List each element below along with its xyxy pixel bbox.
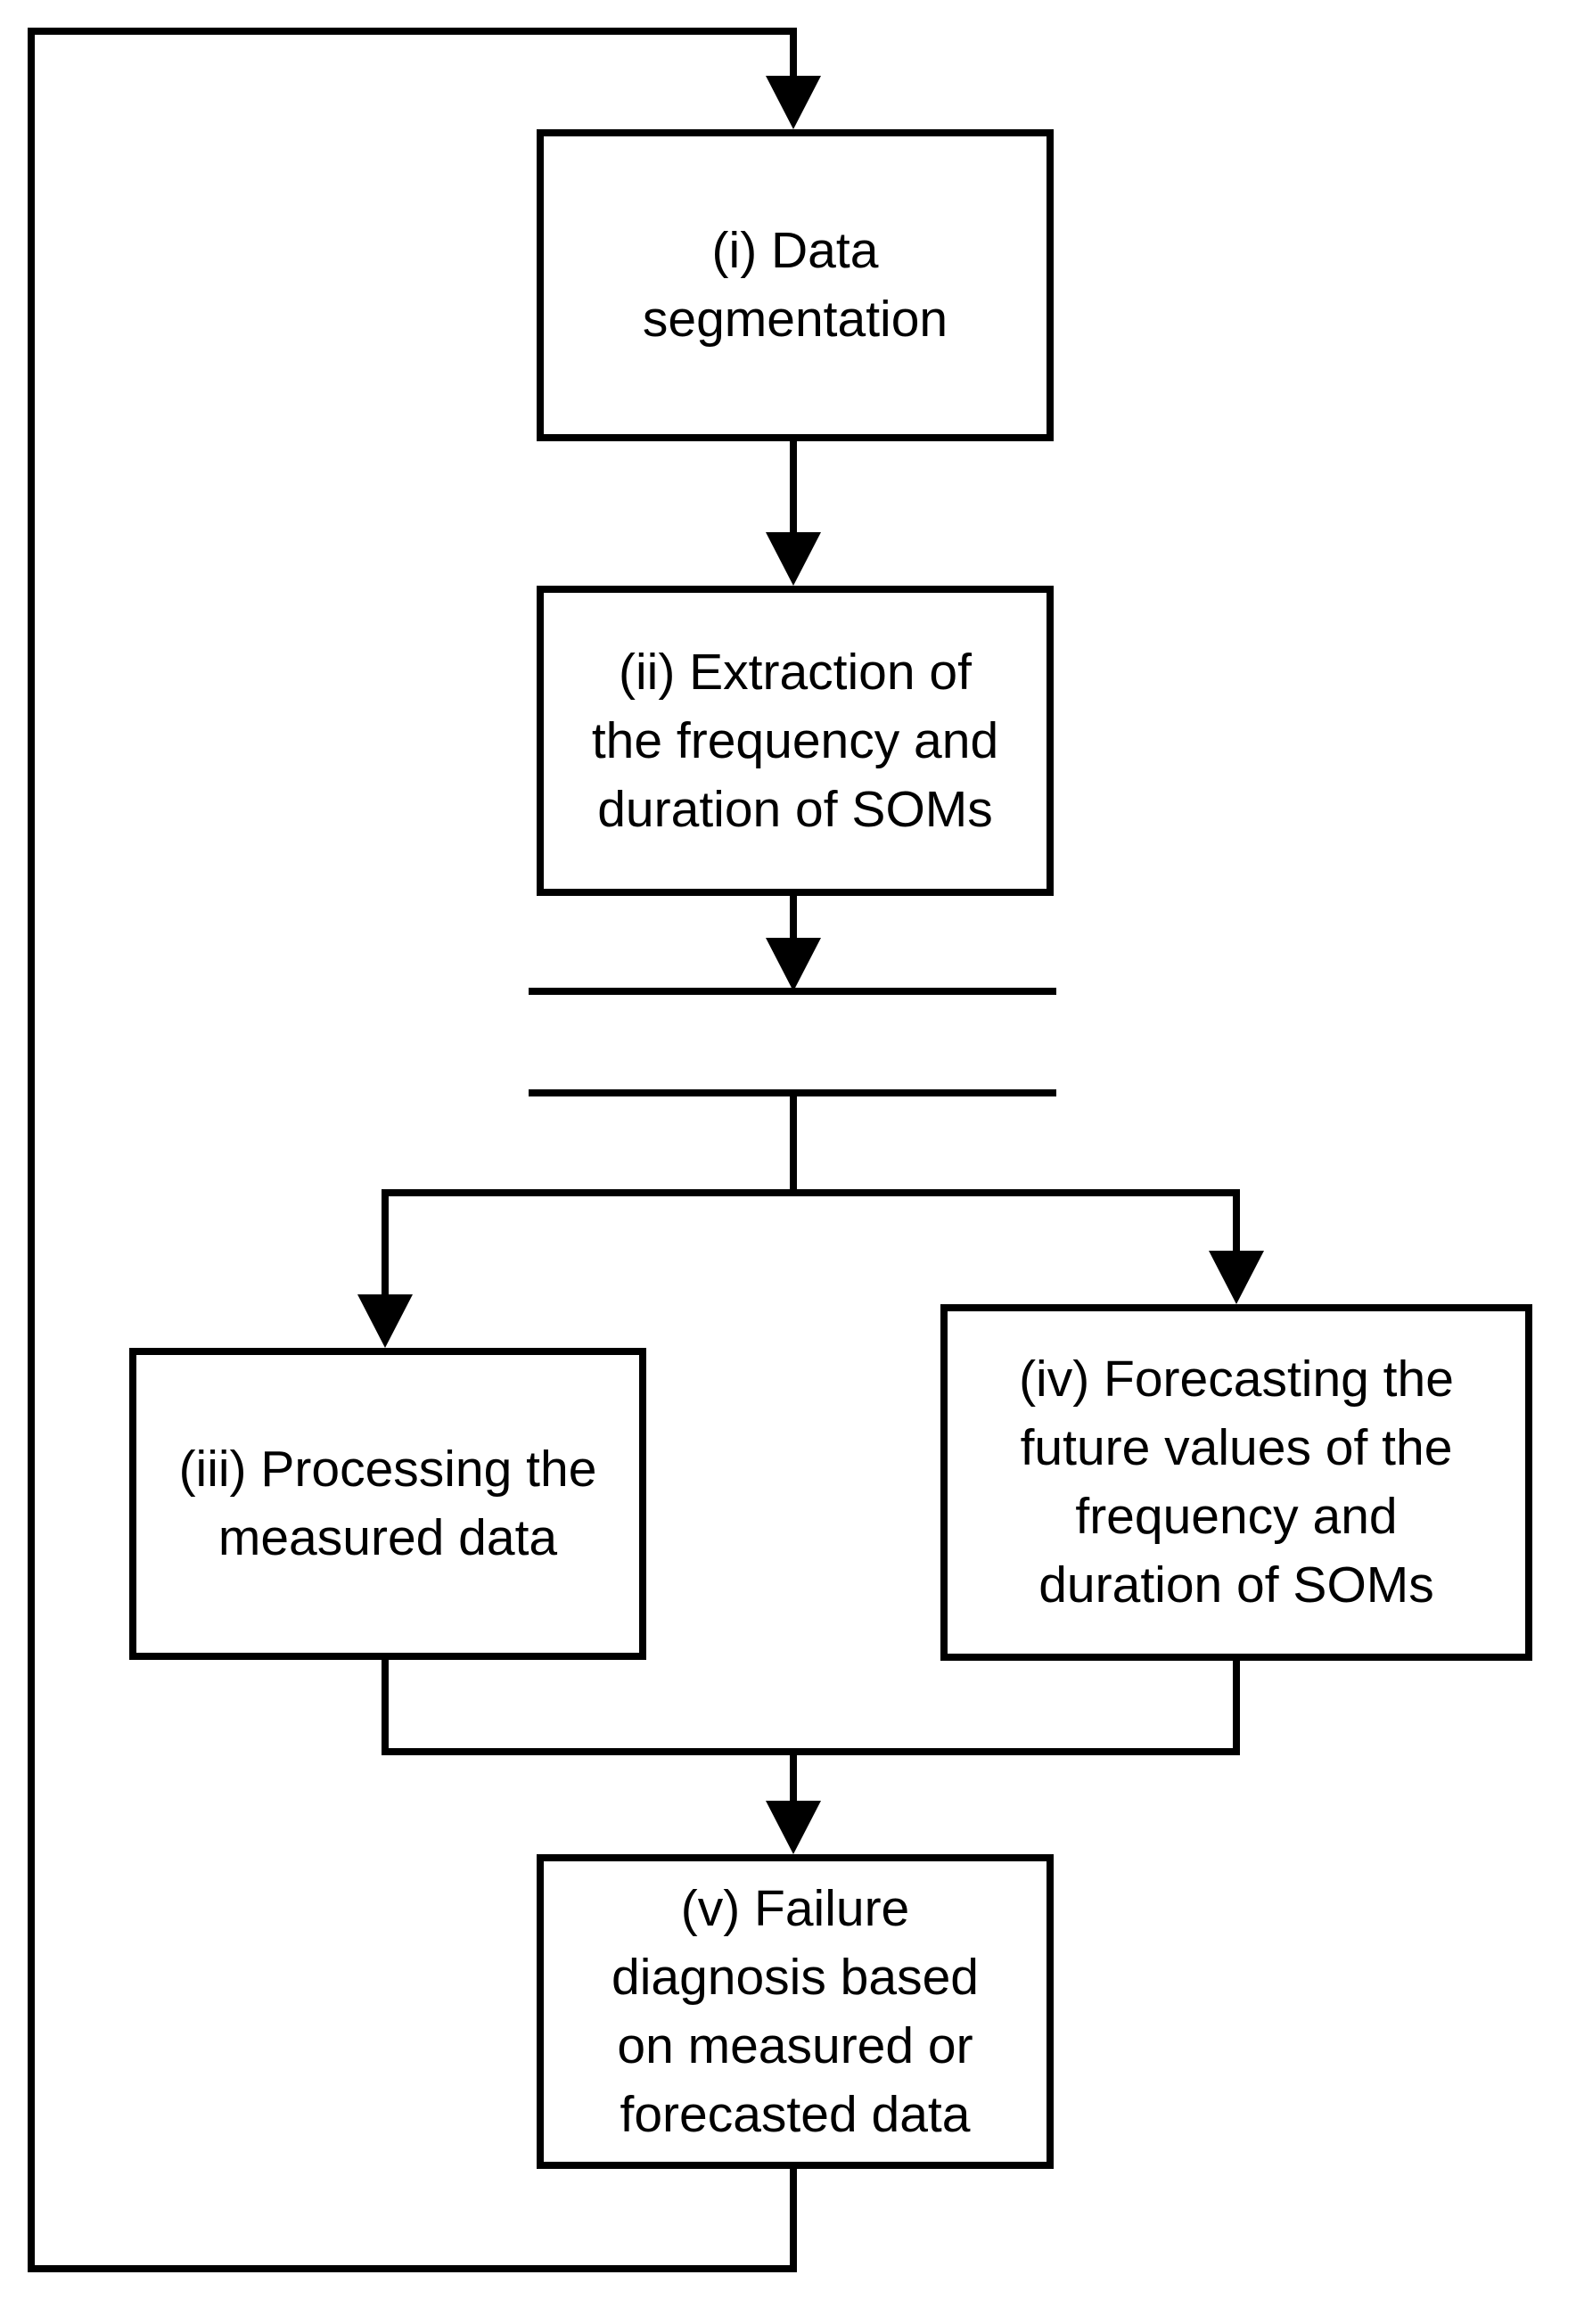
step-label-ii: (ii) Extraction of the frequency and dur… (591, 643, 999, 838)
step-box-failure-diagnosis: (v) Failure diagnosis based on measured … (537, 1854, 1054, 2169)
step-box-forecasting: (iv) Forecasting the future values of th… (940, 1304, 1532, 1661)
arrowhead-into-i (766, 76, 821, 129)
step-label-iii: (iii) Processing the measured data (178, 1441, 597, 1566)
step-box-data-segmentation: (i) Data segmentation (537, 129, 1054, 441)
arrowhead-into-fork (766, 938, 821, 991)
step-label-iv: (iv) Forecasting the future values of th… (1019, 1351, 1454, 1614)
step-label-i: (i) Data segmentation (642, 222, 948, 348)
arrowhead-into-iii (357, 1294, 413, 1348)
join-line (382, 1656, 1240, 1755)
step-label-v: (v) Failure diagnosis based on measured … (612, 1879, 979, 2143)
step-box-extraction: (ii) Extraction of the frequency and dur… (537, 586, 1054, 896)
arrowhead-into-v (766, 1801, 821, 1854)
split-branch-line (382, 1089, 797, 1301)
feedback-loop-line (28, 28, 797, 2272)
arrowhead-into-ii (766, 532, 821, 586)
split-branch-right-line (790, 1189, 1240, 1256)
step-box-processing: (iii) Processing the measured data (129, 1348, 646, 1660)
arrowhead-into-iv (1209, 1251, 1264, 1304)
